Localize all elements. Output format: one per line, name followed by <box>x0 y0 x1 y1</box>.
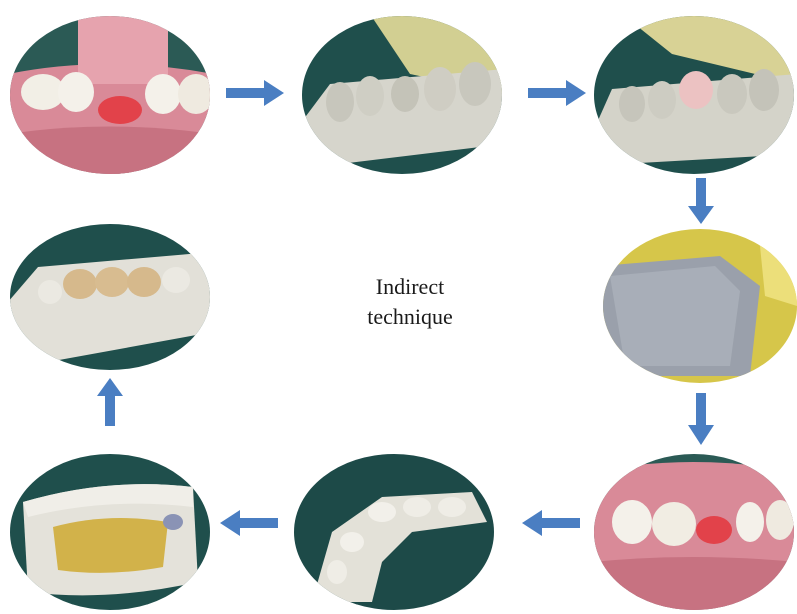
step-4-putty-index <box>600 226 797 386</box>
arrow-up-1 <box>97 378 123 426</box>
arrow-left-2 <box>220 510 278 536</box>
arrow-down-1 <box>688 178 714 224</box>
arrow-down-2 <box>688 393 714 445</box>
step-1-prepared-tooth-typodont <box>8 14 213 177</box>
arrow-right-2-shape <box>528 80 586 106</box>
arrow-right-1 <box>226 80 284 106</box>
center-label: Indirect technique <box>330 272 490 332</box>
center-label-line-2: technique <box>330 302 490 332</box>
arrow-left-1 <box>522 510 580 536</box>
arrow-up-1-shape <box>97 378 123 426</box>
step-3-wax-pattern-on-model <box>592 14 797 177</box>
arrow-down-2-shape <box>688 393 714 445</box>
step-8-bridge-on-model <box>8 222 213 372</box>
step-6-stone-cast-arch <box>292 452 497 612</box>
step-7-cast-with-yellow-material <box>8 452 213 612</box>
center-label-line-1: Indirect <box>330 272 490 302</box>
arrow-right-1-shape <box>226 80 284 106</box>
arrow-left-2-shape <box>220 510 278 536</box>
step-5-typodont-with-restoration <box>592 452 797 612</box>
step-2-stone-model <box>300 14 505 177</box>
arrow-right-2 <box>528 80 586 106</box>
arrow-left-1-shape <box>522 510 580 536</box>
arrow-down-1-shape <box>688 178 714 224</box>
